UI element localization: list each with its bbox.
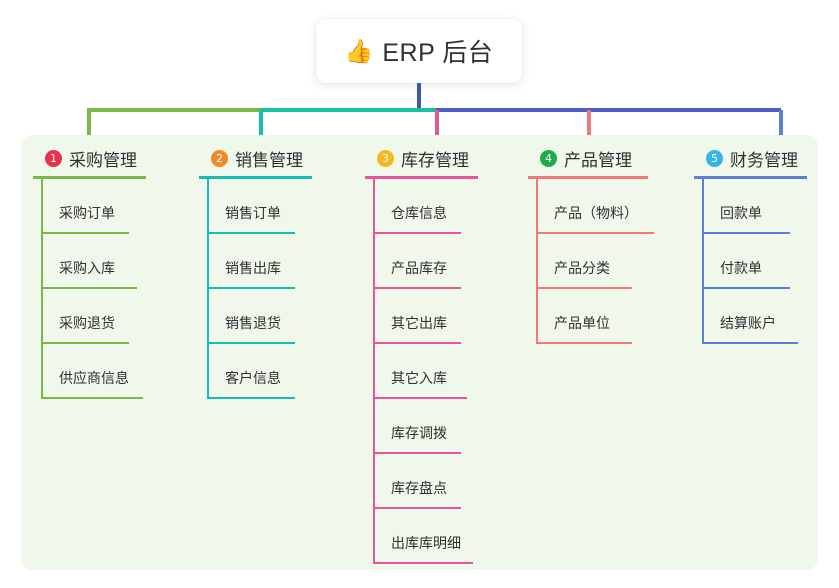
column-header-rule-1	[33, 176, 146, 179]
branch-drop-3	[435, 110, 439, 147]
menu-item-label: 采购订单	[59, 205, 115, 221]
menu-item[interactable]: 客户信息	[207, 344, 295, 399]
column-badge-icon-4: 4	[540, 149, 557, 167]
menu-item-label: 结算账户	[720, 315, 776, 331]
column-title-5: 财务管理	[730, 150, 798, 170]
menu-item-label: 其它出库	[391, 315, 447, 331]
diagram-panel	[21, 135, 818, 570]
menu-item[interactable]: 出库库明细	[373, 509, 473, 564]
bus-segment-right	[436, 108, 781, 112]
menu-item-label: 库存调拨	[391, 425, 447, 441]
menu-item[interactable]: 产品库存	[373, 234, 461, 289]
menu-item-label: 销售订单	[225, 205, 281, 221]
menu-item[interactable]: 产品单位	[536, 289, 632, 344]
menu-item-label: 销售出库	[225, 260, 281, 276]
menu-item-label: 付款单	[720, 260, 762, 276]
menu-item[interactable]: 结算账户	[702, 289, 798, 344]
menu-item[interactable]: 库存盘点	[373, 454, 461, 509]
menu-item[interactable]: 销售出库	[207, 234, 295, 289]
menu-item-label: 采购退货	[59, 315, 115, 331]
menu-item-label: 产品库存	[391, 260, 447, 276]
menu-item-label: 采购入库	[59, 260, 115, 276]
menu-item[interactable]: 采购入库	[41, 234, 137, 289]
column-5: 5 财务管理回款单付款单结算账户	[694, 146, 839, 344]
menu-item-label: 回款单	[720, 205, 762, 221]
column-header-5[interactable]: 5 财务管理	[694, 146, 839, 170]
menu-item[interactable]: 回款单	[702, 179, 790, 234]
branch-drop-5	[779, 110, 783, 147]
menu-item-label: 仓库信息	[391, 205, 447, 221]
menu-item-label: 产品（物料）	[554, 205, 638, 221]
branch-drop-1	[87, 110, 91, 147]
column-item-list-5: 回款单付款单结算账户	[694, 179, 839, 344]
menu-item-label: 出库库明细	[391, 535, 461, 551]
menu-item-label: 库存盘点	[391, 480, 447, 496]
menu-item[interactable]: 付款单	[702, 234, 790, 289]
column-badge-icon-5: 5	[706, 149, 723, 167]
menu-item-label: 客户信息	[225, 370, 281, 386]
column-item-list-3: 仓库信息产品库存其它出库其它入库库存调拨库存盘点出库库明细	[365, 179, 515, 564]
menu-item[interactable]: 采购退货	[41, 289, 129, 344]
column-header-1[interactable]: 1 采购管理	[33, 146, 183, 170]
root-stem-connector	[417, 83, 421, 112]
column-header-4[interactable]: 4 产品管理	[528, 146, 688, 170]
column-title-2: 销售管理	[235, 150, 303, 170]
column-item-list-1: 采购订单采购入库采购退货供应商信息	[33, 179, 183, 399]
menu-item-label: 其它入库	[391, 370, 447, 386]
column-3: 3 库存管理仓库信息产品库存其它出库其它入库库存调拨库存盘点出库库明细	[365, 146, 515, 564]
menu-item[interactable]: 采购订单	[41, 179, 129, 234]
column-item-list-4: 产品（物料） 产品分类产品单位	[528, 179, 688, 344]
menu-item[interactable]: 仓库信息	[373, 179, 461, 234]
menu-item-label: 产品单位	[554, 315, 610, 331]
root-node-title: ERP 后台	[382, 39, 494, 67]
column-header-rule-2	[199, 176, 312, 179]
column-item-list-2: 销售订单销售出库销售退货客户信息	[199, 179, 349, 399]
column-1: 1 采购管理采购订单采购入库采购退货供应商信息	[33, 146, 183, 399]
thumbs-up-icon: 👍	[344, 37, 374, 64]
menu-item[interactable]: 其它入库	[373, 344, 467, 399]
column-badge-icon-1: 1	[45, 149, 62, 167]
root-node-card[interactable]: 👍 ERP 后台	[316, 19, 522, 83]
column-header-rule-4	[528, 176, 648, 179]
column-4: 4 产品管理产品（物料） 产品分类产品单位	[528, 146, 688, 344]
menu-item-label: 产品分类	[554, 260, 610, 276]
column-header-rule-3	[365, 176, 478, 179]
column-badge-icon-3: 3	[377, 149, 394, 167]
menu-item-label: 供应商信息	[59, 370, 129, 386]
column-title-4: 产品管理	[564, 150, 632, 170]
menu-item-label: 销售退货	[225, 315, 281, 331]
menu-item[interactable]: 其它出库	[373, 289, 461, 344]
column-header-2[interactable]: 2 销售管理	[199, 146, 349, 170]
branch-drop-4	[587, 110, 591, 147]
menu-item[interactable]: 销售订单	[207, 179, 295, 234]
column-badge-icon-2: 2	[211, 149, 228, 167]
menu-item[interactable]: 产品（物料）	[536, 179, 654, 234]
column-header-rule-5	[694, 176, 807, 179]
column-title-1: 采购管理	[69, 150, 137, 170]
column-title-3: 库存管理	[401, 150, 469, 170]
column-2: 2 销售管理销售订单销售出库销售退货客户信息	[199, 146, 349, 399]
bus-segment-middle	[260, 108, 438, 112]
menu-item[interactable]: 销售退货	[207, 289, 295, 344]
menu-item[interactable]: 产品分类	[536, 234, 632, 289]
column-header-3[interactable]: 3 库存管理	[365, 146, 515, 170]
menu-item[interactable]: 供应商信息	[41, 344, 143, 399]
branch-drop-2	[259, 110, 263, 147]
menu-item[interactable]: 库存调拨	[373, 399, 461, 454]
bus-segment-left	[87, 108, 262, 112]
